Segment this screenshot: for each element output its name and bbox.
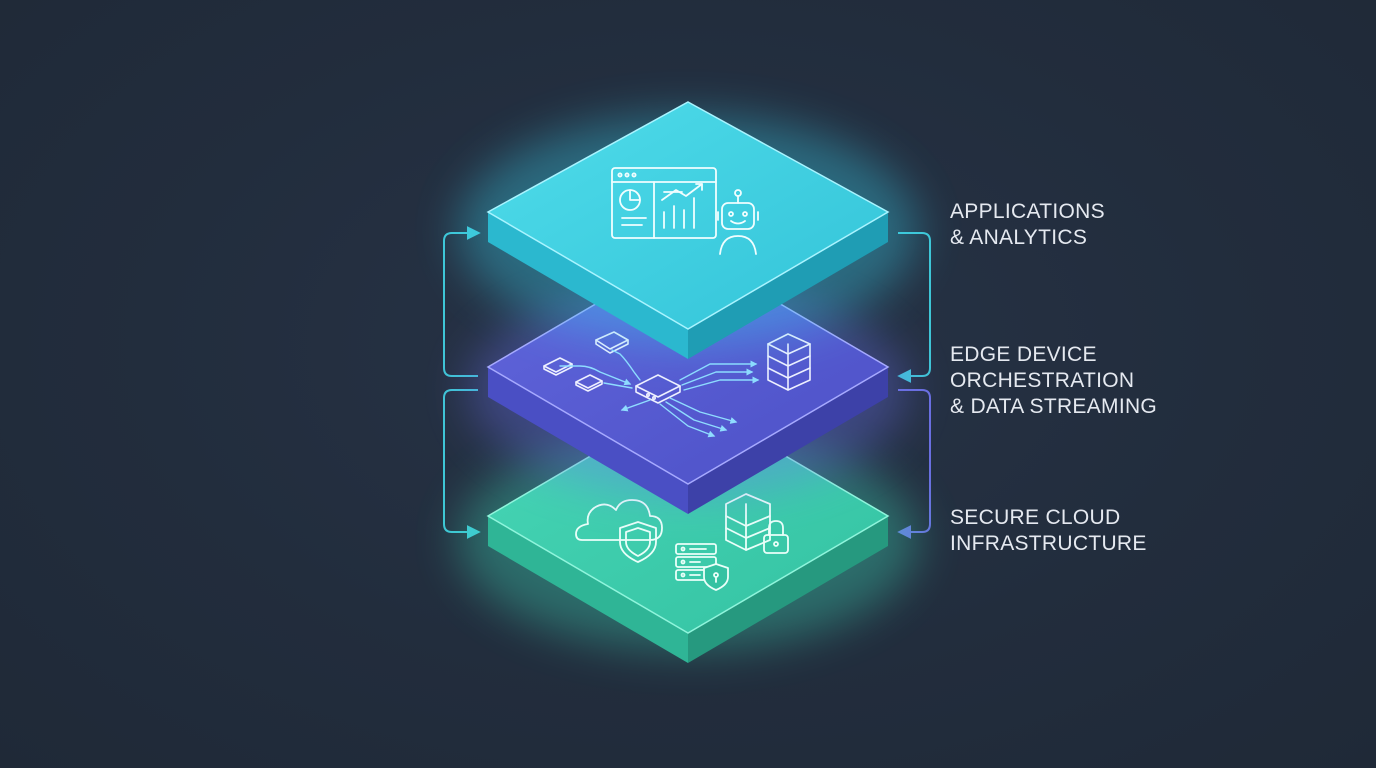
trend-arrow-icon (661, 183, 703, 201)
connector-left-top (443, 226, 481, 377)
connector-right-top (897, 232, 931, 383)
label-line: APPLICATIONS (950, 200, 1105, 223)
label-line: SECURE CLOUD (950, 506, 1121, 529)
dashboard-window-icon (611, 167, 717, 239)
label-line: ORCHESTRATION (950, 369, 1135, 392)
connector-right-bottom (897, 389, 931, 539)
layer-edge-front-left (488, 367, 688, 514)
layer-applications-front-left (488, 212, 688, 359)
right-connectors (897, 232, 931, 539)
layer-applications (458, 101, 918, 359)
layer-cloud-front-right (688, 516, 888, 663)
label-line: EDGE DEVICE (950, 343, 1097, 366)
left-connectors (443, 226, 481, 539)
server-shield-icon (675, 543, 729, 591)
cloud-shield-icon (575, 499, 663, 563)
label-secure-cloud: SECURE CLOUD INFRASTRUCTURE (950, 505, 1147, 557)
bar-chart-icon (663, 197, 695, 229)
layer-cloud-front-left (488, 516, 688, 663)
label-line: INFRASTRUCTURE (950, 532, 1147, 555)
label-edge-orchestration: EDGE DEVICE ORCHESTRATION & DATA STREAMI… (950, 342, 1157, 420)
layer-applications-top (486, 101, 890, 330)
data-stream-arrows-icon (559, 349, 760, 438)
label-line: & DATA STREAMING (950, 395, 1158, 418)
database-lock-icon (725, 493, 789, 554)
edge-hub-icon (635, 374, 681, 404)
server-rack-icon (767, 333, 811, 391)
label-line: & ANALYTICS (950, 226, 1088, 249)
layer-edge-front-right (688, 367, 888, 514)
pie-chart-icon (619, 189, 647, 226)
robot-icon (717, 189, 759, 255)
label-applications-analytics: APPLICATIONS & ANALYTICS (950, 199, 1105, 251)
connector-left-bottom (443, 389, 481, 539)
layer-applications-front-right (688, 212, 888, 359)
small-device-icon (575, 374, 603, 392)
